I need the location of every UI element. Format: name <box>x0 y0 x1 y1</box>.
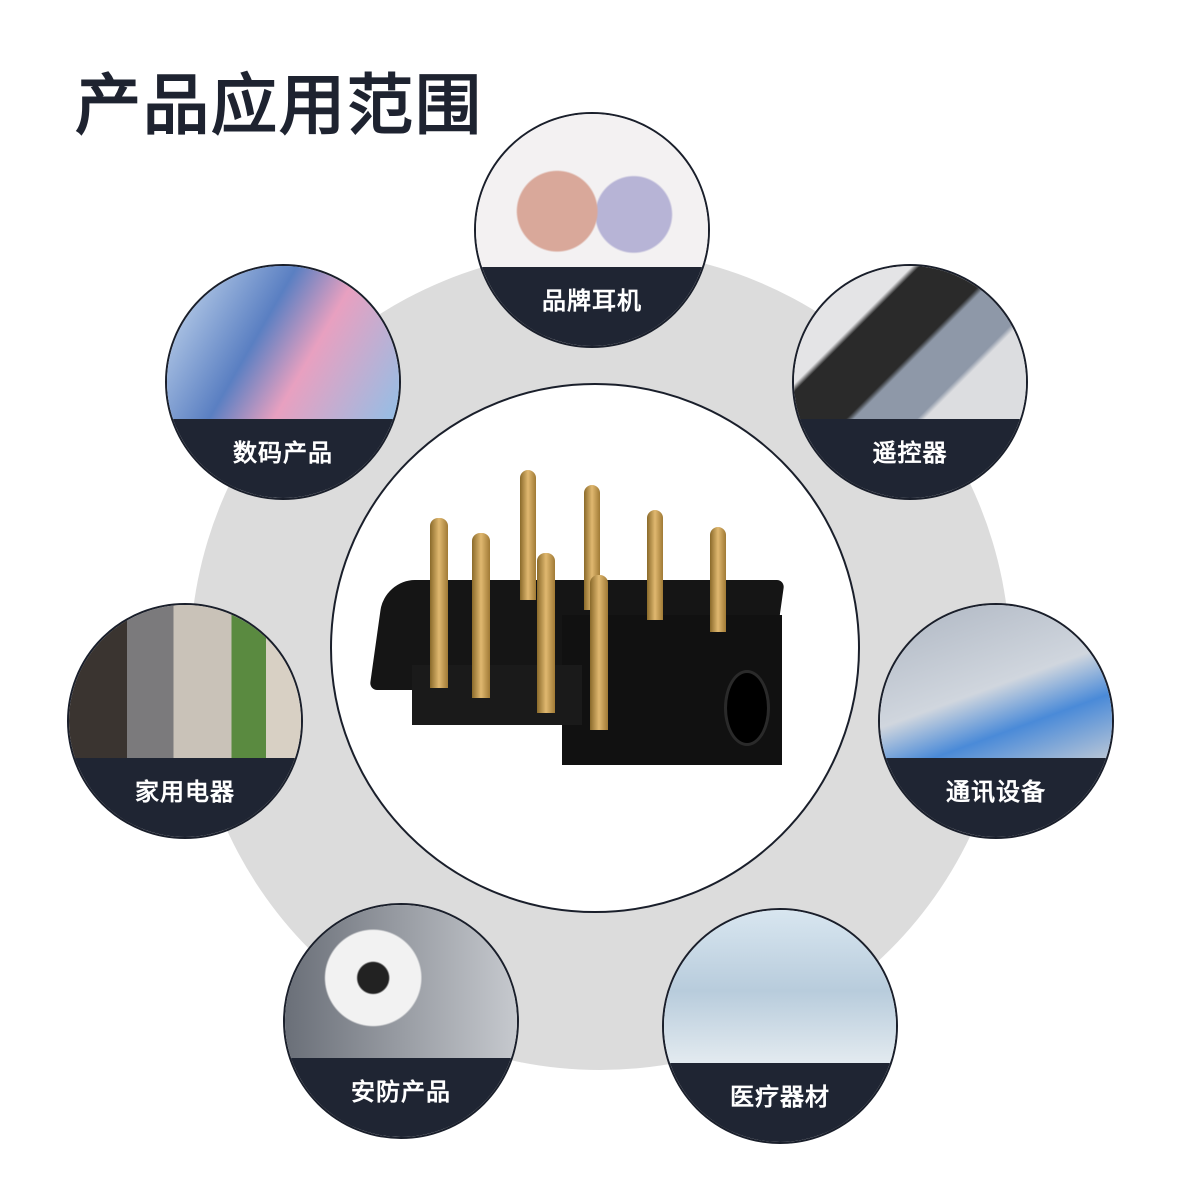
product-image-circle <box>330 383 860 913</box>
app-label: 医疗器材 <box>730 1083 830 1112</box>
app-medical-equipment: 医疗器材 <box>662 908 898 1144</box>
medical-equipment-image <box>664 910 896 1073</box>
app-digital-products: 数码产品 <box>165 264 401 500</box>
page-title: 产品应用范围 <box>75 67 483 144</box>
app-label: 品牌耳机 <box>542 287 642 316</box>
app-home-appliances: 家用电器 <box>67 603 303 839</box>
app-label: 遥控器 <box>872 439 948 468</box>
app-label: 通讯设备 <box>946 778 1046 807</box>
communication-devices-image <box>880 605 1112 768</box>
app-security-products: 安防产品 <box>283 903 519 1139</box>
app-communication-devices: 通讯设备 <box>878 603 1114 839</box>
app-remote-control: 遥控器 <box>792 264 1028 500</box>
app-label: 安防产品 <box>351 1078 451 1107</box>
remote-control-image <box>794 266 1026 429</box>
app-label: 家用电器 <box>135 778 235 807</box>
home-appliances-image <box>69 605 301 768</box>
digital-devices-image <box>167 266 399 429</box>
earbuds-image <box>476 114 708 277</box>
app-label: 数码产品 <box>233 439 333 468</box>
security-camera-image <box>285 905 517 1068</box>
app-earbuds: 品牌耳机 <box>474 112 710 348</box>
